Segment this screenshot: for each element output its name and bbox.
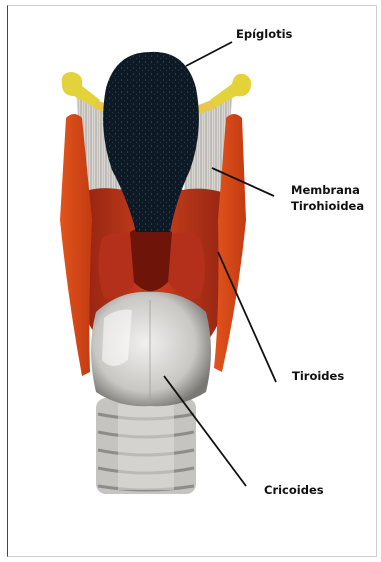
laryngeal-inlet	[130, 226, 172, 291]
label-membrane-line2: Tirohioidea	[291, 199, 364, 213]
label-epiglottis: Epíglotis	[236, 27, 292, 41]
label-cricoid: Cricoides	[264, 483, 324, 497]
trachea	[96, 398, 196, 494]
label-membrane-line1: Membrana	[291, 183, 360, 197]
leader-epiglottis	[186, 42, 232, 66]
label-thyroid: Tiroides	[292, 369, 344, 383]
